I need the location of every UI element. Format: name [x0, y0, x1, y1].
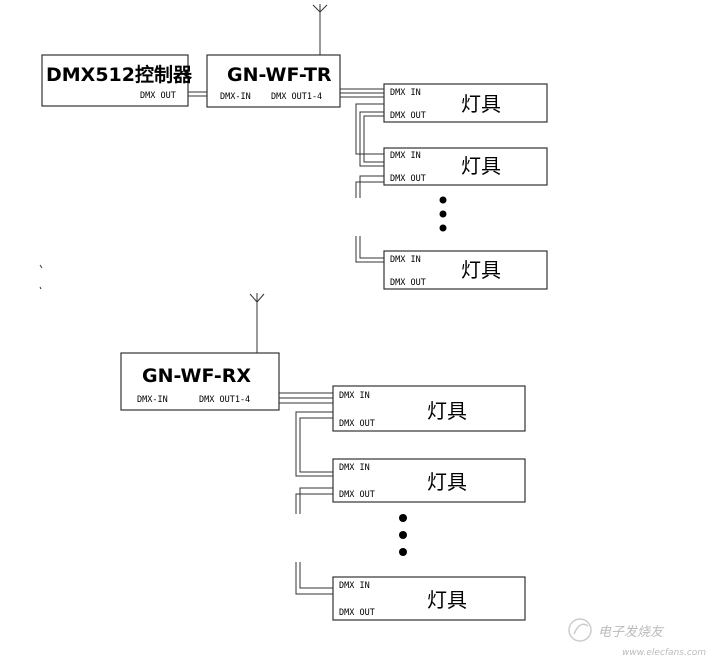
- watermark: 电子发烧友 www.elecfans.com: [568, 618, 706, 658]
- transmitter-port-in: DMX-IN: [220, 92, 251, 102]
- fixture-label: 灯具: [461, 258, 501, 282]
- fixture-label: 灯具: [461, 154, 501, 178]
- fixture-label: 灯具: [427, 470, 467, 494]
- watermark-text: 电子发烧友: [598, 625, 665, 640]
- fixture-port-in: DMX IN: [339, 463, 370, 473]
- watermark-logo-icon: [568, 618, 592, 642]
- receiver-title: GN-WF-RX: [142, 365, 251, 387]
- fixture-label: 灯具: [427, 399, 467, 423]
- watermark-url: www.elecfans.com: [622, 648, 706, 658]
- transmitter-port-out: DMX OUT1-4: [271, 92, 322, 102]
- fixture-box: DMX IN DMX OUT 灯具: [332, 385, 526, 432]
- fixture-port-out: DMX OUT: [339, 490, 375, 500]
- stray-mark: [39, 264, 43, 290]
- fixture-label: 灯具: [427, 588, 467, 612]
- fixture-label: 灯具: [461, 92, 501, 116]
- fixture-port-in: DMX IN: [339, 581, 370, 591]
- fixture-port-in: DMX IN: [339, 391, 370, 401]
- fixture-port-in: DMX IN: [390, 88, 421, 98]
- fixture-port-in: DMX IN: [390, 151, 421, 161]
- fixture-box: DMX IN DMX OUT 灯具: [383, 250, 548, 290]
- fixture-box: DMX IN DMX OUT 灯具: [332, 458, 526, 503]
- receiver-box: GN-WF-RX DMX-IN DMX OUT1-4: [120, 352, 280, 411]
- fixture-port-out: DMX OUT: [339, 608, 375, 618]
- fixture-port-out: DMX OUT: [339, 419, 375, 429]
- fixture-port-out: DMX OUT: [390, 278, 426, 288]
- controller-box: DMX512控制器 DMX OUT: [41, 54, 193, 107]
- more-fixtures-ellipsis-icon: [399, 514, 407, 556]
- bottom-daisy-chain-wiring: [295, 411, 333, 595]
- more-fixtures-ellipsis-icon: [439, 196, 447, 232]
- receiver-to-fixture-cable: [279, 392, 333, 404]
- transmitter-title: GN-WF-TR: [227, 64, 332, 86]
- fixture-port-out: DMX OUT: [390, 174, 426, 184]
- fixture-port-in: DMX IN: [390, 255, 421, 265]
- transmitter-box: GN-WF-TR DMX-IN DMX OUT1-4: [206, 54, 341, 108]
- controller-port-out: DMX OUT: [140, 91, 176, 101]
- controller-title: DMX512控制器: [46, 63, 193, 86]
- fixture-box: DMX IN DMX OUT 灯具: [383, 83, 548, 123]
- transmitter-to-fixture-cable: [340, 88, 384, 98]
- receiver-antenna-icon: [249, 293, 265, 353]
- receiver-port-out: DMX OUT1-4: [199, 395, 250, 405]
- top-daisy-chain-wiring: [355, 103, 384, 263]
- transmitter-antenna-icon: [312, 4, 328, 55]
- fixture-port-out: DMX OUT: [390, 111, 426, 121]
- receiver-port-in: DMX-IN: [137, 395, 168, 405]
- controller-to-transmitter-cable: [188, 91, 207, 97]
- fixture-box: DMX IN DMX OUT 灯具: [383, 147, 548, 186]
- fixture-box: DMX IN DMX OUT 灯具: [332, 576, 526, 621]
